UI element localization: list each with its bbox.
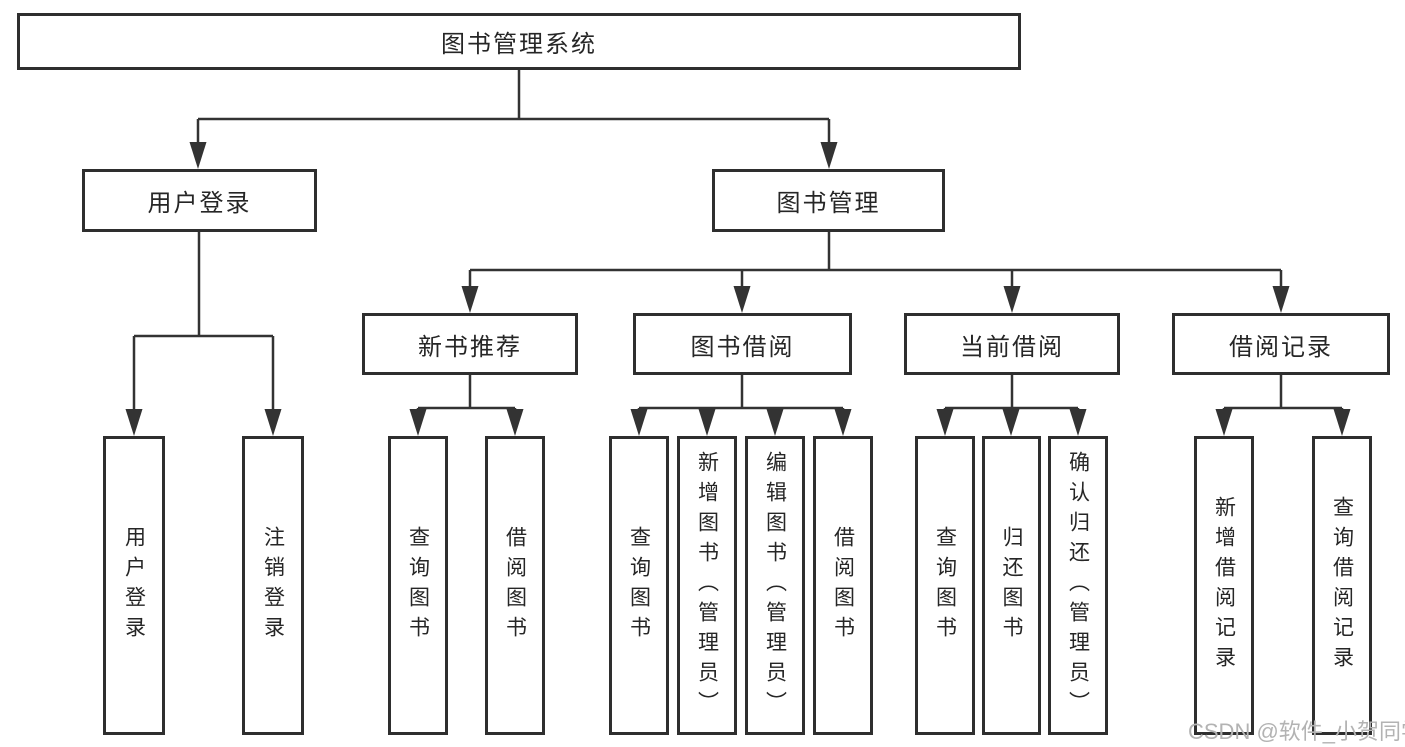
leaf-edit-books-admin: 编辑图书（管理员） [745, 436, 805, 735]
arrowhead-icons [125, 142, 1351, 436]
leaf-query-borrow-record: 查询借阅记录 [1312, 436, 1372, 735]
leaf-edit-books-admin-label: 编辑图书（管理员） [763, 450, 787, 721]
node-new-book-recommend: 新书推荐 [362, 313, 578, 375]
leaf-user-login: 用户登录 [103, 436, 165, 735]
leaf-return-books: 归还图书 [982, 436, 1041, 735]
leaf-confirm-return-admin-label: 确认归还（管理员） [1066, 450, 1090, 721]
leaf-add-books-admin-label: 新增图书（管理员） [695, 450, 719, 721]
node-book-management: 图书管理 [712, 169, 945, 232]
leaf-logout: 注销登录 [242, 436, 304, 735]
leaf-query-books-borrowing-label: 查询图书 [627, 525, 651, 646]
node-current-borrowing: 当前借阅 [904, 313, 1120, 375]
node-current-borrowing-label: 当前借阅 [960, 333, 1064, 361]
leaf-borrow-books-recommend-label: 借阅图书 [503, 525, 527, 646]
leaf-logout-label: 注销登录 [261, 525, 285, 646]
leaf-query-books-recommend: 查询图书 [388, 436, 448, 735]
node-root-system: 图书管理系统 [17, 13, 1021, 70]
node-new-book-recommend-label: 新书推荐 [418, 333, 522, 361]
leaf-query-books-borrowing: 查询图书 [609, 436, 669, 735]
node-borrowing-records: 借阅记录 [1172, 313, 1390, 375]
node-root-label: 图书管理系统 [441, 31, 597, 58]
leaf-return-books-label: 归还图书 [1000, 525, 1023, 646]
leaf-borrow-books-label: 借阅图书 [831, 525, 855, 646]
leaf-add-borrow-record-label: 新增借阅记录 [1212, 495, 1236, 676]
leaf-confirm-return-admin: 确认归还（管理员） [1048, 436, 1108, 735]
leaf-add-books-admin: 新增图书（管理员） [677, 436, 737, 735]
node-book-borrowing-label: 图书借阅 [690, 333, 795, 361]
leaf-query-borrow-record-label: 查询借阅记录 [1330, 495, 1354, 676]
node-user-login: 用户登录 [82, 169, 317, 232]
leaf-query-books-recommend-label: 查询图书 [406, 525, 430, 646]
leaf-query-books-current: 查询图书 [915, 436, 975, 735]
leaf-query-books-current-label: 查询图书 [933, 525, 957, 646]
leaf-borrow-books-recommend: 借阅图书 [485, 436, 545, 735]
leaf-borrow-books: 借阅图书 [813, 436, 873, 735]
node-book-borrowing: 图书借阅 [633, 313, 852, 375]
csdn-watermark: CSDN @软件_小贺同学 [1188, 719, 1405, 744]
node-user-login-label: 用户登录 [147, 190, 252, 217]
node-borrowing-records-label: 借阅记录 [1229, 333, 1333, 361]
leaf-add-borrow-record: 新增借阅记录 [1194, 436, 1254, 735]
node-book-management-label: 图书管理 [776, 190, 881, 217]
leaf-user-login-label: 用户登录 [122, 525, 146, 646]
